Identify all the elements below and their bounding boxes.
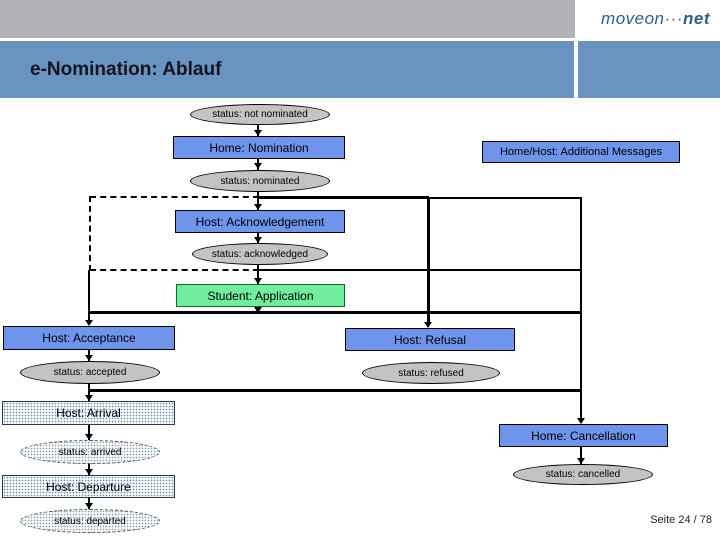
connector-line <box>580 447 582 464</box>
arrowhead-down-icon <box>254 130 262 136</box>
arrowhead-down-icon <box>85 355 93 361</box>
node-status-departed: status: departed <box>20 509 160 533</box>
node-home-nomination: Home: Nomination <box>173 136 345 159</box>
connector-line <box>89 389 582 392</box>
node-host-refusal: Host: Refusal <box>345 328 515 351</box>
node-host-arrival: Host: Arrival <box>2 401 175 425</box>
arrowhead-down-icon <box>577 418 585 424</box>
connector-line <box>428 197 582 199</box>
connector-line <box>257 265 259 284</box>
node-status-accepted: status: accepted <box>20 361 160 384</box>
header-band-divider <box>574 41 578 98</box>
page-title: e-Nomination: Ablauf <box>30 58 222 80</box>
arrowhead-down-icon <box>254 307 262 313</box>
connector-line <box>259 269 581 271</box>
node-home-cancellation: Home: Cancellation <box>499 424 668 447</box>
arrowhead-down-icon <box>424 322 432 328</box>
moveon-net-logo: moveon···net <box>601 9 710 29</box>
connector-line <box>259 196 429 199</box>
node-additional-messages: Home/Host: Additional Messages <box>482 141 680 163</box>
connector-line <box>257 192 259 210</box>
node-status-not-nominated: status: not nominated <box>190 104 330 125</box>
node-status-acknowledged: status: acknowledged <box>192 243 328 265</box>
arrowhead-down-icon <box>85 320 93 326</box>
page-number: Seite 24 / 78 <box>650 514 712 526</box>
connector-line <box>88 270 90 320</box>
arrowhead-down-icon <box>85 503 93 509</box>
node-host-departure: Host: Departure <box>2 475 175 498</box>
node-student-application: Student: Application <box>176 284 345 307</box>
connector-line <box>88 384 90 401</box>
logo-box: moveon···net <box>575 0 720 38</box>
connector-line <box>89 311 582 314</box>
arrowhead-down-icon <box>85 395 93 401</box>
arrowhead-down-icon <box>254 163 262 169</box>
arrowhead-down-icon <box>85 469 93 475</box>
header-gray-band <box>0 0 575 38</box>
logo-part-moveon: moveon <box>601 9 665 28</box>
arrowhead-down-icon <box>254 204 262 210</box>
arrowhead-down-icon <box>577 458 585 464</box>
header-blue-band <box>0 41 720 98</box>
connector-line <box>427 197 430 322</box>
node-host-acceptance: Host: Acceptance <box>3 326 175 350</box>
arrowhead-down-icon <box>254 278 262 284</box>
node-status-refused: status: refused <box>362 362 500 384</box>
node-status-nominated: status: nominated <box>190 170 330 192</box>
dashed-boundary-bottom <box>90 269 259 271</box>
logo-part-net: net <box>683 9 710 28</box>
arrowhead-down-icon <box>85 434 93 440</box>
dashed-boundary-top <box>90 196 259 198</box>
logo-dots: ··· <box>664 9 683 28</box>
connector-line <box>580 197 582 418</box>
arrowhead-down-icon <box>254 237 262 243</box>
node-host-acknowledgement: Host: Acknowledgement <box>175 210 345 233</box>
node-status-cancelled: status: cancelled <box>513 464 653 485</box>
dashed-boundary-left <box>89 196 91 271</box>
connector-line <box>88 425 90 440</box>
node-status-arrived: status: arrived <box>20 440 160 464</box>
